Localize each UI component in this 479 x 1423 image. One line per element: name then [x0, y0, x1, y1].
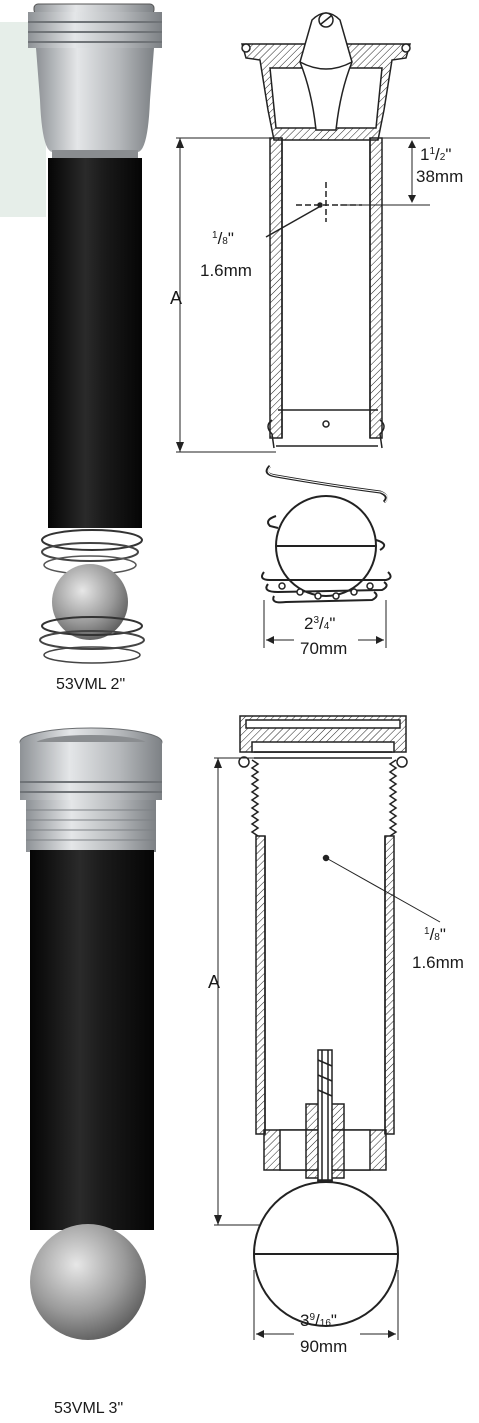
- bottom-ball-mm-label: 90mm: [300, 1337, 348, 1356]
- bottom-ball-inch-label: 39/16": [300, 1311, 337, 1330]
- photo-53vml-2: [28, 3, 162, 664]
- top-hole-inch-label: 1/8": [212, 229, 234, 248]
- photo-53vml-3: [19, 727, 163, 1340]
- top-offset-inch-label: 11/2": [420, 145, 452, 164]
- caption-53vml-2: 53VML 2": [56, 676, 126, 693]
- drawing-53vml-2: [176, 12, 430, 648]
- top-ball-inch-label: 23/4": [304, 614, 336, 633]
- top-offset-mm-label: 38mm: [416, 167, 464, 186]
- bottom-hole-mm-label: 1.6mm: [412, 953, 464, 972]
- drawing-53vml-3: [214, 715, 441, 1340]
- top-ball-mm-label: 70mm: [300, 639, 348, 658]
- bottom-hole-inch-label: 1/8": [424, 925, 446, 944]
- caption-53vml-3: 53VML 3": [54, 1400, 124, 1417]
- top-hole-mm-label: 1.6mm: [200, 261, 252, 280]
- bottom-dim-a-label: A: [208, 972, 221, 992]
- top-dim-a-label: A: [170, 288, 183, 308]
